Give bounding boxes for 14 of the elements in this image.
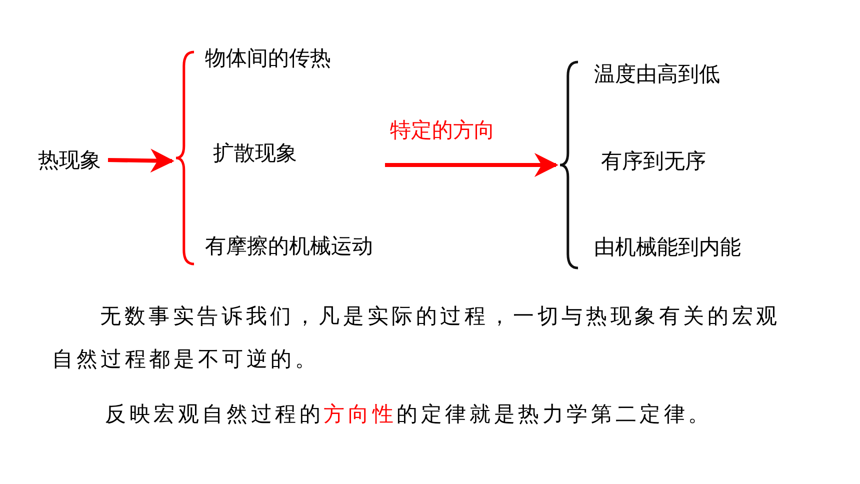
paragraph: 反映宏观自然过程的方向性的定律就是热力学第二定律。 [105,401,714,428]
curly-brace [558,60,580,270]
node-text: 有序到无序 [601,148,731,174]
node-text: 物体间的传热 [205,45,365,71]
node-text: 由机械能到内能 [594,234,774,260]
node-text: 热现象 [38,147,108,173]
arrow [108,148,174,173]
node-text: 有摩擦的机械运动 [205,233,415,259]
paragraph: 无数事实告诉我们，凡是实际的过程，一切与热现象有关的宏观自然过程都是不可逆的。 [52,303,782,373]
arrow [385,153,558,177]
node-text: 温度由高到低 [594,61,754,87]
edge-label: 特定的方向 [390,117,495,143]
node-text: 扩散现象 [213,140,323,166]
curly-brace [174,50,196,266]
